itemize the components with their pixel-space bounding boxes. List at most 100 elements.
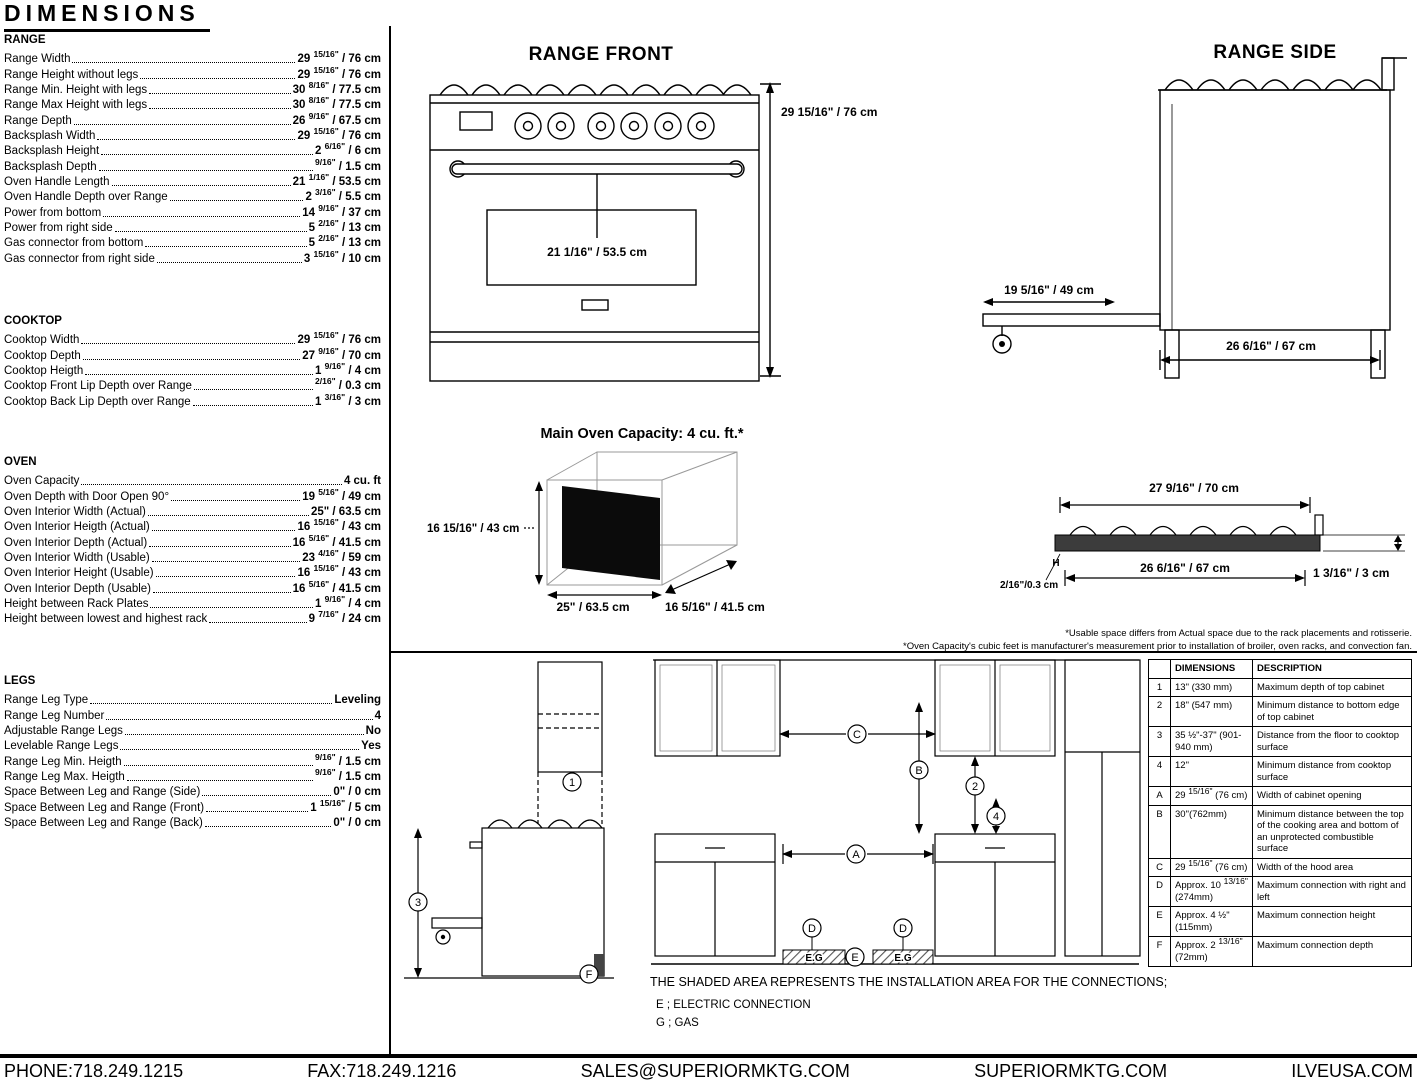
range-front-title: RANGE FRONT xyxy=(528,44,674,65)
spec-value: 30 8/16" / 77.5 cm xyxy=(292,95,381,112)
dotted-leader xyxy=(153,591,291,593)
spec-label: Gas connector from bottom xyxy=(4,237,144,250)
brand-plate xyxy=(581,299,609,311)
cooktop-profile-drawing: 27 9/16" / 70 cm 26 6/16" / 67 cm 1 3/16… xyxy=(1000,481,1405,591)
spec-row: Oven Handle Length 21 1/16" / 53.5 cm xyxy=(4,173,381,188)
connection-area-left xyxy=(782,949,846,965)
spec-label: Backsplash Depth xyxy=(4,160,97,173)
footer-website: SUPERIORMKTG.COM xyxy=(974,1061,1168,1081)
cooktop-bottom-dimension: 26 6/16" / 67 cm xyxy=(1140,561,1230,575)
install-note: THE SHADED AREA REPRESENTS THE INSTALLAT… xyxy=(650,975,1168,989)
spec-row: Range Width 29 15/16" / 76 cm xyxy=(4,50,381,65)
spec-label: Oven Interior Depth (Usable) xyxy=(4,582,152,595)
handle-length-dimension: 21 1/16" / 53.5 cm xyxy=(547,245,647,259)
side-depth-dimension: 26 6/16" / 67 cm xyxy=(1226,339,1316,353)
spec-value: 19 5/16" / 49 cm xyxy=(302,486,381,503)
spec-value: 9/16" / 1.5 cm xyxy=(315,156,381,173)
spec-label: Oven Handle Depth over Range xyxy=(4,191,168,204)
spec-value: 4 cu. ft xyxy=(343,475,381,488)
dotted-leader xyxy=(123,764,314,766)
callout-A xyxy=(846,844,866,864)
spec-label: Range Min. Height with legs xyxy=(4,84,148,97)
dotted-leader xyxy=(169,200,304,202)
callout-3-label: 3 xyxy=(415,897,421,909)
spec-label: Oven Capacity xyxy=(4,475,80,488)
cell-id: 4 xyxy=(1148,756,1171,787)
spec-label: Cooktop Heigth xyxy=(4,365,84,378)
spec-label: Range Width xyxy=(4,53,71,66)
spec-row: Oven Depth with Door Open 90°19 5/16" / … xyxy=(4,486,381,503)
spec-value: 2 6/16" / 6 cm xyxy=(315,141,381,158)
spec-value: 3 15/16" / 10 cm xyxy=(303,248,381,265)
gas-connection-note: G ; GAS xyxy=(656,1017,699,1029)
callout-C-label: C xyxy=(853,729,861,741)
installation-side-drawing: 1 3 F xyxy=(404,661,614,984)
callout-E xyxy=(845,947,865,967)
range-side-title: RANGE SIDE xyxy=(1213,42,1337,63)
h-marker: H xyxy=(1052,558,1059,569)
dotted-leader xyxy=(149,545,291,547)
spec-value: No xyxy=(365,725,381,738)
spec-row: Space Between Leg and Range (Back)0" / 0… xyxy=(4,814,381,829)
callout-F-label: F xyxy=(586,969,593,981)
spec-label: Power from right side xyxy=(4,222,113,235)
footer-phone: PHONE:718.249.1215 xyxy=(4,1061,184,1081)
range-section-heading: RANGE xyxy=(4,34,46,46)
cell-dimension: 35 ½"-37" (901-940 mm) xyxy=(1170,726,1253,757)
dotted-leader xyxy=(151,530,296,532)
callout-C xyxy=(847,724,867,744)
dotted-leader xyxy=(126,780,314,782)
cell-description: Maximum connection with right and left xyxy=(1252,876,1412,907)
spec-label: Oven Handle Length xyxy=(4,176,110,189)
front-lip-dimension: 2/16"/0.3 cm xyxy=(1000,580,1058,591)
cell-description: Minimum distance from cooktop surface xyxy=(1252,756,1412,787)
callout-E-label: E xyxy=(851,952,858,964)
callout-B xyxy=(909,760,929,780)
cooktop-height-dimension: 1 3/16" / 3 cm xyxy=(1313,566,1389,580)
horizontal-divider xyxy=(389,651,1417,653)
header-blank xyxy=(1148,659,1171,679)
callout-D xyxy=(802,918,822,938)
dotted-leader xyxy=(106,718,373,720)
spec-value: 21 1/16" / 53.5 cm xyxy=(292,172,381,189)
spec-value: 29 15/16" / 76 cm xyxy=(297,126,381,143)
callout-3 xyxy=(408,892,428,912)
spec-row: Oven Capacity 4 cu. ft xyxy=(4,472,381,487)
dotted-leader xyxy=(73,123,291,125)
callout-D-label: D xyxy=(899,923,907,935)
range-leg xyxy=(1370,329,1386,379)
callout-A-label: A xyxy=(852,849,860,861)
height-dimension-arrow xyxy=(760,83,781,377)
cell-id: 2 xyxy=(1148,696,1171,727)
spec-label: Oven Interior Heigth (Actual) xyxy=(4,521,150,534)
dotted-leader xyxy=(149,93,291,95)
footnotes: *Usable space differs from Actual space … xyxy=(652,628,1412,653)
callout-4 xyxy=(986,806,1006,826)
spec-value: 29 15/16" / 76 cm xyxy=(297,330,381,347)
spec-value: 29 15/16" / 76 cm xyxy=(297,49,381,66)
cell-id: E xyxy=(1148,906,1171,937)
dotted-leader xyxy=(85,374,314,376)
spec-value: 2/16" / 0.3 cm xyxy=(315,376,381,393)
cell-id: D xyxy=(1148,876,1171,907)
